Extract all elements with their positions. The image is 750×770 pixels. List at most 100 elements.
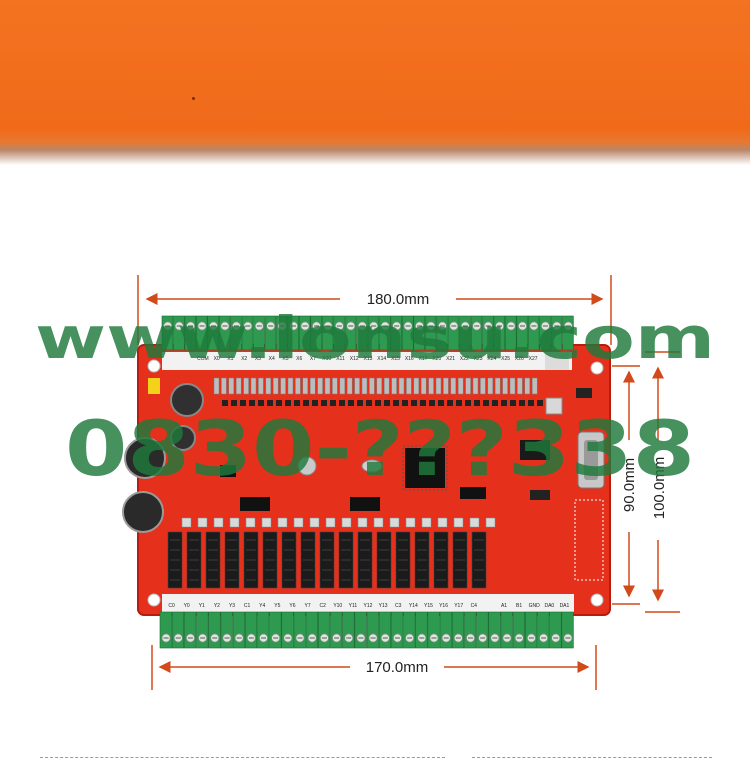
smd-component xyxy=(267,400,273,406)
smd-component xyxy=(276,400,282,406)
terminal-label: DA1 xyxy=(560,603,570,609)
terminal-label: Y4 xyxy=(259,603,265,609)
transistor xyxy=(277,517,288,528)
terminal-screw xyxy=(293,611,306,649)
terminal-screw xyxy=(264,315,277,351)
smd-component xyxy=(510,400,516,406)
resistor xyxy=(280,377,286,395)
outer-height-label: 100.0mm xyxy=(651,457,668,520)
terminal-label: C4 xyxy=(471,603,478,609)
resistor xyxy=(302,377,309,395)
smd-component xyxy=(456,400,462,406)
terminal-screw xyxy=(241,315,254,351)
terminal-screw xyxy=(171,611,185,649)
terminal-screw xyxy=(333,315,345,351)
terminal-screw xyxy=(299,315,311,351)
terminal-label: Y13 xyxy=(379,603,388,609)
terminal-label: X23 xyxy=(474,356,483,362)
resistor xyxy=(517,377,523,395)
terminal-screw xyxy=(427,611,440,649)
resistor xyxy=(383,377,390,395)
transistor xyxy=(229,517,240,528)
terminal-label: Y15 xyxy=(424,603,433,609)
fuse xyxy=(148,378,160,394)
resistor xyxy=(450,377,457,395)
resistor xyxy=(250,377,257,395)
resistor-row xyxy=(213,377,543,406)
ic-chip xyxy=(520,440,550,460)
terminal-label: Y3 xyxy=(229,603,235,609)
transistor xyxy=(453,517,464,528)
terminal-screw xyxy=(196,611,209,649)
transistor xyxy=(261,517,272,528)
footer-divider-left xyxy=(40,757,445,758)
terminal-label: Y2 xyxy=(214,603,220,609)
terminal-label: X26 xyxy=(515,356,524,362)
transistor xyxy=(389,517,400,528)
capacitor xyxy=(124,437,166,479)
transistor xyxy=(197,517,208,528)
resistor xyxy=(243,377,249,395)
inner-height-label: 90.0mm xyxy=(621,458,638,512)
terminal-screw xyxy=(516,315,528,351)
terminal-label: X0 xyxy=(214,356,220,362)
terminal-screw xyxy=(451,611,465,649)
terminal-label: X22 xyxy=(460,356,469,362)
pcb-board xyxy=(122,344,611,616)
resistor xyxy=(487,377,494,395)
terminal-screw xyxy=(439,611,452,649)
terminal-screw xyxy=(257,611,270,649)
terminal-label: X15 xyxy=(391,356,400,362)
mount-hole xyxy=(590,593,604,607)
terminal-screw xyxy=(367,315,380,351)
terminal-label: X17 xyxy=(419,356,428,362)
resistor xyxy=(287,377,294,395)
transistor xyxy=(437,517,448,528)
smd-component xyxy=(402,400,408,406)
transistor-row xyxy=(181,517,496,528)
terminal-screw xyxy=(488,611,501,649)
terminal-screw xyxy=(354,611,367,649)
smd-component xyxy=(420,400,426,406)
terminal-screw xyxy=(244,611,258,649)
smd-component xyxy=(303,400,309,406)
mount-hole xyxy=(147,359,161,373)
terminal-screw xyxy=(366,611,379,649)
smd-component xyxy=(429,400,435,406)
smd-component xyxy=(240,400,246,406)
resistor xyxy=(420,377,427,395)
mcu-chip xyxy=(405,448,445,488)
terminal-screw xyxy=(184,315,197,351)
resistor xyxy=(480,377,486,395)
transistor xyxy=(213,517,224,528)
terminal-screw xyxy=(403,611,416,649)
terminal-label: X25 xyxy=(501,356,510,362)
resistor xyxy=(339,377,346,395)
terminal-label: X20 xyxy=(432,356,441,362)
smd-component xyxy=(366,400,372,406)
smd-component xyxy=(357,400,363,406)
ic-chip xyxy=(220,465,236,477)
terminal-label: X13 xyxy=(364,356,373,362)
transistor xyxy=(293,517,304,528)
smd-component xyxy=(312,400,318,406)
smd-component xyxy=(330,400,336,406)
transistor xyxy=(485,517,496,528)
terminal-label: Y5 xyxy=(274,603,280,609)
terminal-label: X10 xyxy=(322,356,331,362)
transistor xyxy=(357,517,368,528)
terminal-screw xyxy=(436,315,448,351)
footer-divider-right xyxy=(472,757,712,758)
transistor xyxy=(421,517,432,528)
dimension-top: 180.0mm xyxy=(137,275,612,345)
terminal-screw xyxy=(379,315,391,351)
resistor xyxy=(376,377,383,395)
terminal-label: Y11 xyxy=(349,603,358,609)
transistor xyxy=(373,517,384,528)
terminal-screw xyxy=(464,611,477,649)
terminal-screw xyxy=(378,611,392,649)
terminal-screw xyxy=(356,315,368,351)
smd-component xyxy=(438,400,444,406)
